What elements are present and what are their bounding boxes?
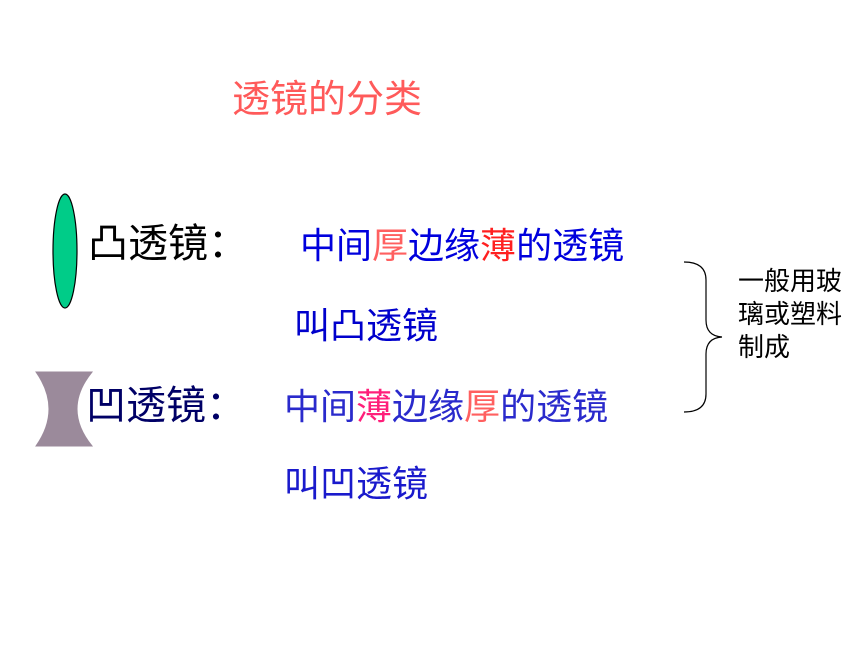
desc-part: 边缘 (392, 387, 465, 428)
convex-lens-label: 凸透镜： (88, 221, 248, 267)
desc-part-emphasis: 薄 (356, 387, 393, 428)
slide-title: 透镜的分类 (232, 77, 423, 121)
desc-part: 中间 (300, 226, 373, 267)
desc-part-emphasis: 薄 (480, 226, 517, 267)
desc-part: 的透镜 (500, 387, 609, 428)
concave-lens-label: 凹透镜： (86, 383, 246, 429)
convex-lens-shape (52, 193, 78, 309)
desc-part-emphasis: 厚 (464, 387, 501, 428)
desc-part: 边缘 (408, 226, 481, 267)
desc-part: 中间 (284, 387, 357, 428)
desc-part: 的透镜 (516, 226, 625, 267)
convex-lens-description-line2: 叫凸透镜 (294, 306, 439, 347)
concave-lens-description: 中间薄边缘厚的透镜 (284, 390, 608, 426)
desc-part-emphasis: 厚 (372, 226, 409, 267)
curly-brace-icon (683, 261, 723, 413)
concave-lens-shape (35, 371, 94, 447)
concave-lens-description-line2: 叫凹透镜 (284, 464, 429, 505)
material-note: 一般用玻璃或塑料制成 (738, 267, 843, 363)
convex-lens-description: 中间厚边缘薄的透镜 (300, 229, 624, 265)
